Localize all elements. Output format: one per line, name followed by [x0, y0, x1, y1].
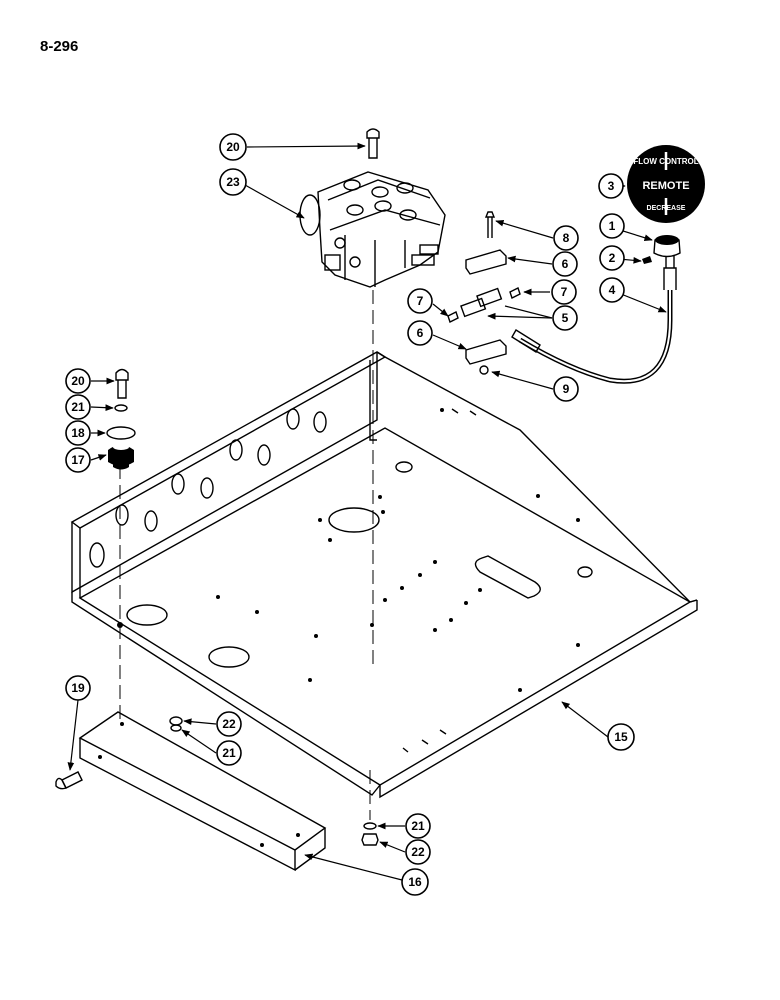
callout-6: 6 — [552, 251, 578, 277]
callout-9: 9 — [553, 376, 579, 402]
callout-4: 4 — [599, 277, 625, 303]
callout-number: 20 — [226, 140, 240, 154]
callout-number: 9 — [563, 382, 570, 396]
callout-21: 21 — [405, 813, 431, 839]
callout-number: 17 — [71, 453, 85, 467]
control-knob — [642, 235, 681, 264]
lower-bracket — [78, 711, 327, 872]
callout-number: 21 — [411, 819, 425, 833]
callout-number: 23 — [226, 175, 240, 189]
isolator-stack — [106, 368, 136, 470]
wall-hole — [313, 411, 327, 433]
callout-18: 18 — [65, 420, 91, 446]
wall-hole — [144, 510, 158, 532]
callout-number: 20 — [71, 374, 85, 388]
callout-22: 22 — [216, 711, 242, 737]
callout-number: 16 — [408, 875, 422, 889]
callout-21: 21 — [216, 740, 242, 766]
callout-number: 1 — [609, 219, 616, 233]
callout-number: 6 — [417, 326, 424, 340]
wall-holes — [89, 408, 327, 568]
callout-number: 15 — [614, 730, 628, 744]
callouts: 20 23 3 1 2 4 8 6 7 5 7 6 9 20 21 18 17 … — [65, 133, 635, 896]
callout-20: 20 — [65, 368, 91, 394]
callout-2: 2 — [599, 245, 625, 271]
flow-control-dial: FLOW CONTROL REMOTE DECREASE — [627, 145, 705, 223]
wall-hole — [229, 439, 243, 461]
callout-6: 6 — [407, 320, 433, 346]
callout-number: 3 — [608, 179, 615, 193]
callout-5: 5 — [552, 305, 578, 331]
wall-hole — [171, 473, 185, 495]
callout-7: 7 — [407, 288, 433, 314]
floor-holes — [117, 408, 593, 753]
callout-22: 22 — [405, 839, 431, 865]
wall-hole — [200, 477, 214, 499]
callout-21: 21 — [65, 394, 91, 420]
callout-8: 8 — [553, 225, 579, 251]
callout-number: 7 — [561, 285, 568, 299]
callout-15: 15 — [607, 723, 635, 751]
wall-hole — [115, 504, 129, 526]
alignment-lines — [119, 290, 374, 820]
mounting-plate — [70, 351, 698, 799]
dial-center-text: REMOTE — [642, 180, 689, 192]
callout-19: 19 — [65, 675, 91, 701]
callout-23: 23 — [219, 168, 247, 196]
dial-top-text: FLOW CONTROL — [633, 157, 698, 166]
callout-number: 22 — [222, 717, 236, 731]
callout-20: 20 — [219, 133, 247, 161]
callout-number: 21 — [222, 746, 236, 760]
wall-hole — [257, 444, 271, 466]
page-number: 8-296 — [40, 38, 79, 55]
callout-number: 18 — [71, 426, 85, 440]
callout-3: 3 — [598, 173, 624, 199]
callout-number: 19 — [71, 681, 85, 695]
leader-lines — [67, 142, 667, 881]
remote-cable — [511, 254, 677, 384]
callout-number: 7 — [417, 294, 424, 308]
wall-hole — [89, 542, 105, 568]
control-valve — [299, 171, 446, 288]
callout-number: 6 — [562, 257, 569, 271]
callout-number: 21 — [71, 400, 85, 414]
callout-number: 22 — [411, 845, 425, 859]
nuts-and-washers — [169, 365, 489, 846]
callout-17: 17 — [65, 447, 91, 473]
callout-number: 5 — [562, 311, 569, 325]
callout-number: 2 — [609, 251, 616, 265]
callout-number: 8 — [563, 231, 570, 245]
wall-hole — [286, 408, 300, 430]
callout-7: 7 — [551, 279, 577, 305]
callout-16: 16 — [401, 868, 429, 896]
callout-number: 4 — [609, 283, 616, 297]
bracket-bolt — [55, 771, 83, 790]
valve-bolt — [366, 128, 380, 159]
callout-1: 1 — [599, 213, 625, 239]
cable-clamp-parts — [447, 211, 521, 365]
dial-bottom-text: DECREASE — [647, 205, 686, 212]
